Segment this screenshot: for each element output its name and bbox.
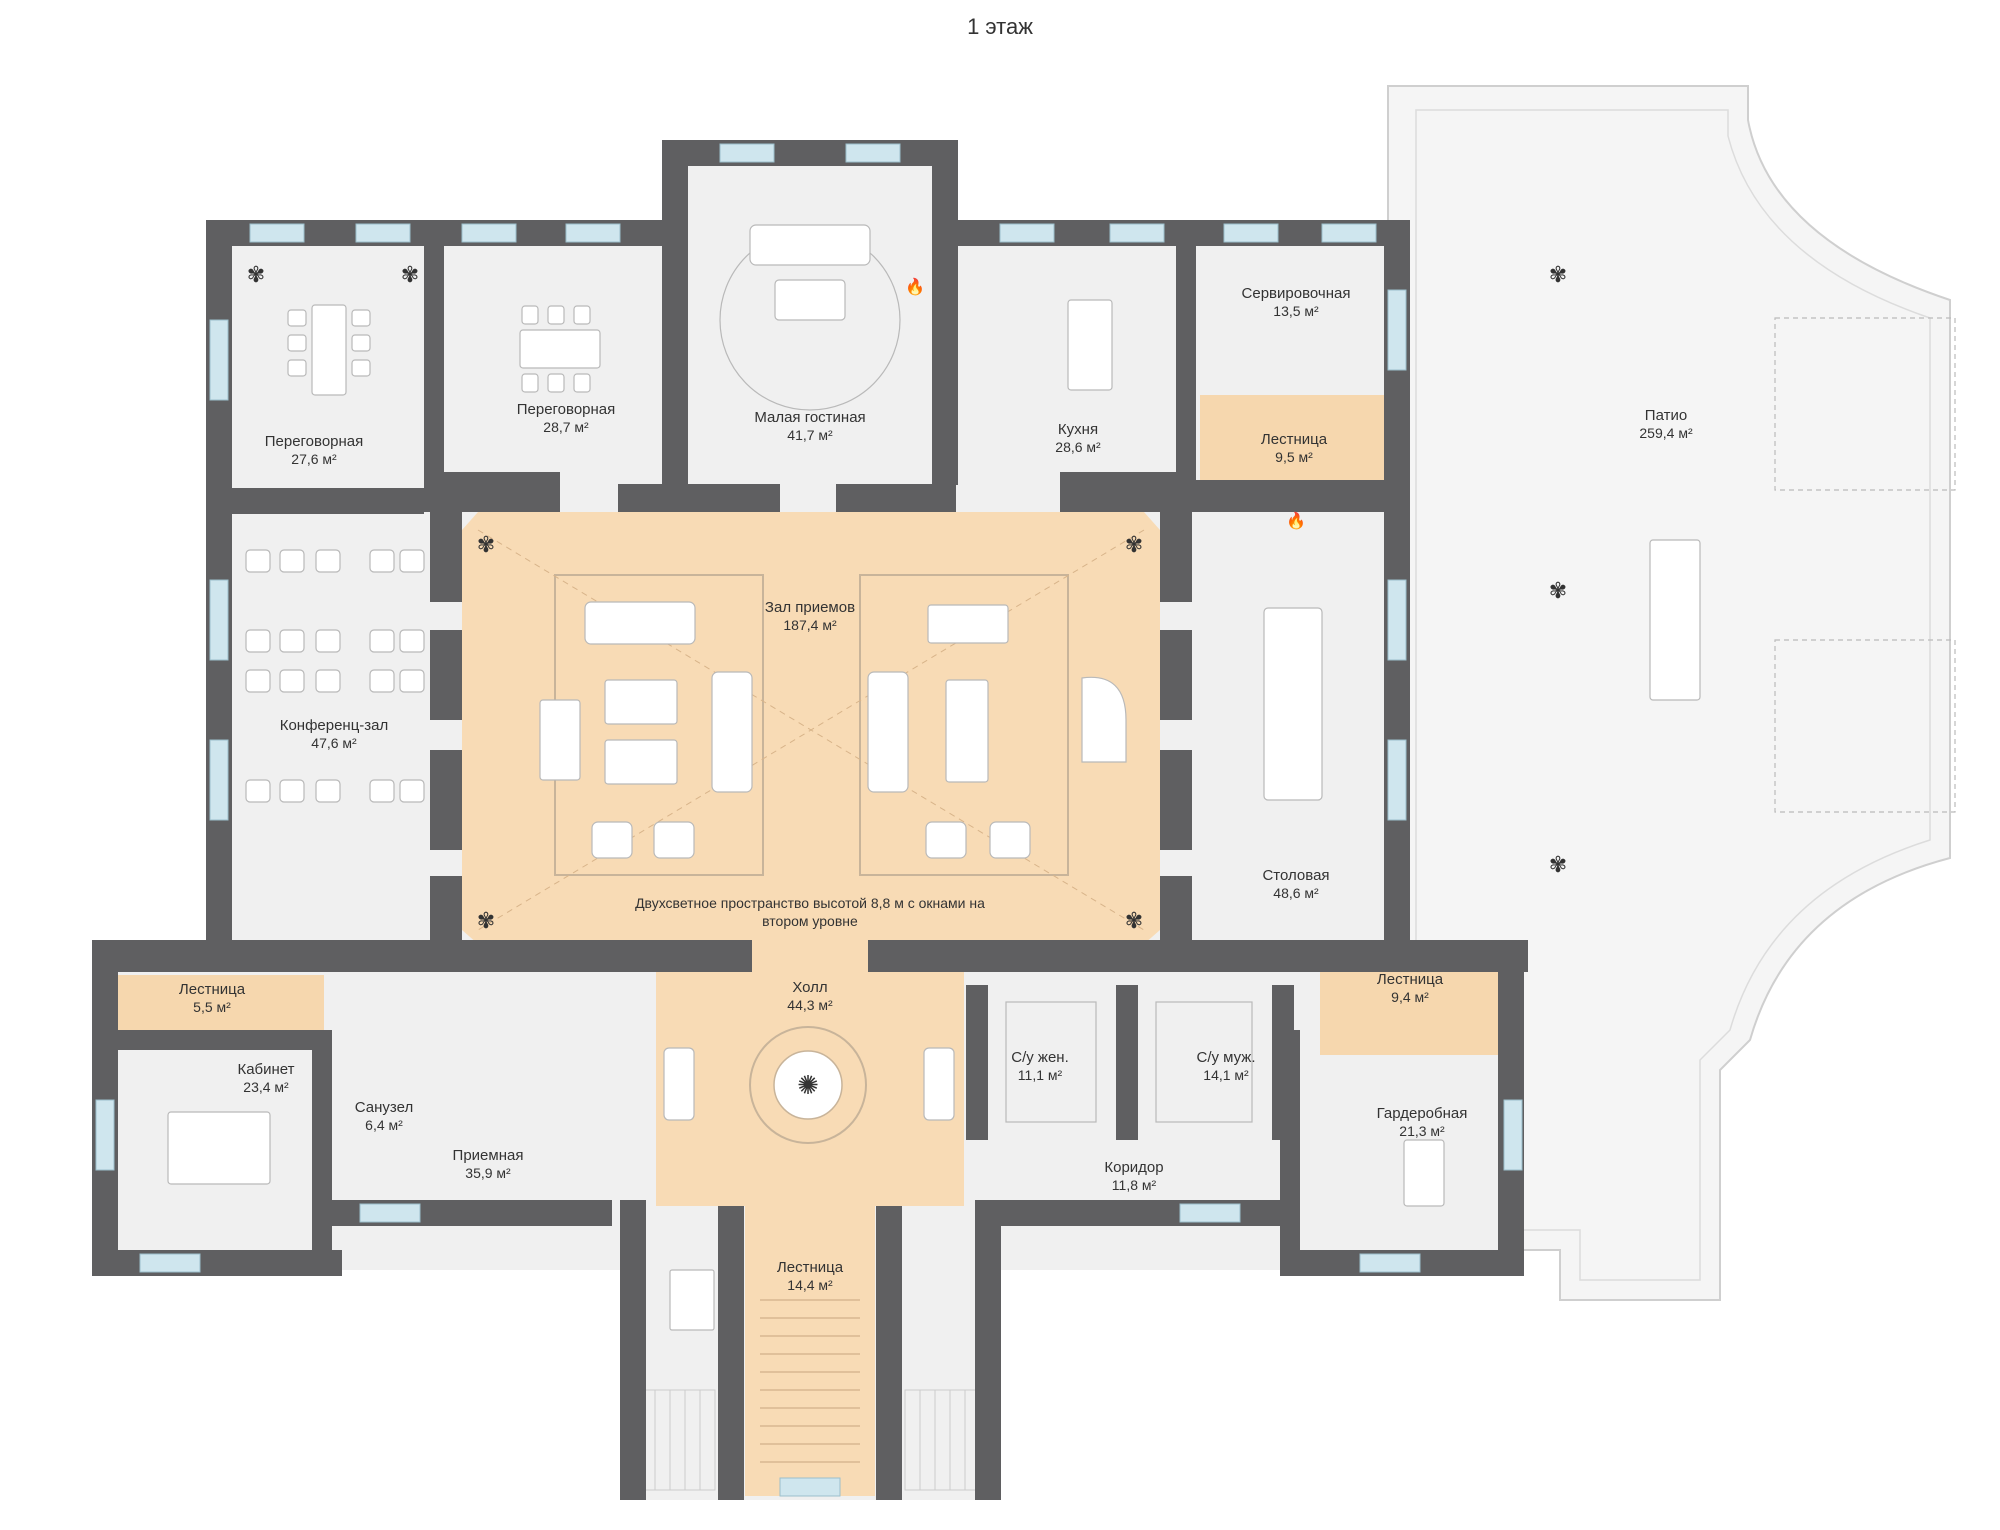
room-name-dining: Столовая bbox=[1262, 867, 1329, 884]
room-labels: Переговорная 27,6 м² Переговорная 28,7 м… bbox=[179, 285, 1693, 1293]
double-height-note-line2: втором уровне bbox=[762, 913, 858, 929]
furniture bbox=[167, 224, 1701, 1331]
west-stair-floor bbox=[92, 975, 324, 1030]
hall-rug-inner bbox=[773, 1050, 843, 1120]
room-name-stair-west: Лестница bbox=[179, 981, 246, 998]
east-stair-floor bbox=[1320, 970, 1498, 1055]
room-area-conference: 47,6 м² bbox=[311, 735, 357, 751]
room-area-serving: 13,5 м² bbox=[1273, 303, 1319, 319]
room-name-small-living: Малая гостиная bbox=[754, 409, 865, 426]
plant-icon: ✾ bbox=[247, 262, 265, 287]
room-name-office: Кабинет bbox=[237, 1061, 294, 1078]
patio-lounge-north bbox=[1774, 317, 1956, 491]
room-area-reception-hall: 187,4 м² bbox=[783, 617, 837, 633]
room-area-dining: 48,6 м² bbox=[1273, 885, 1319, 901]
fireplace-icon: 🔥 bbox=[905, 277, 925, 296]
patio-lounge-south bbox=[1774, 639, 1956, 813]
hall-diagonal-2 bbox=[477, 529, 1145, 931]
plant-icon: ✾ bbox=[1549, 262, 1567, 287]
room-area-kitchen: 28,6 м² bbox=[1055, 439, 1101, 455]
room-area-small-living: 41,7 м² bbox=[787, 427, 833, 443]
room-name-conference: Конференц-зал bbox=[280, 717, 389, 734]
plant-icon: ✾ bbox=[1125, 908, 1143, 933]
plant-icon: ✾ bbox=[477, 908, 495, 933]
room-area-stair-main: 14,4 м² bbox=[787, 1277, 833, 1293]
room-area-meeting-1: 27,6 м² bbox=[291, 451, 337, 467]
room-name-meeting-1: Переговорная bbox=[265, 433, 364, 450]
plant-icon: ✾ bbox=[401, 262, 419, 287]
room-area-meeting-2: 28,7 м² bbox=[543, 419, 589, 435]
room-name-patio: Патио bbox=[1645, 407, 1687, 424]
room-name-stair-east: Лестница bbox=[1377, 971, 1444, 988]
plant-icon: ✾ bbox=[1549, 852, 1567, 877]
room-area-stair-serving: 9,5 м² bbox=[1275, 449, 1313, 465]
patio-inner-outline bbox=[1415, 109, 1931, 1281]
room-name-kitchen: Кухня bbox=[1058, 421, 1098, 438]
plant-icon: ✾ bbox=[477, 532, 495, 557]
plant-icons: ✾ ✾ ✾ ✾ ✾ ✾ ✾ ✾ ✾ bbox=[247, 262, 1567, 933]
hall-rug-ornament-icon: ✺ bbox=[797, 1070, 819, 1100]
room-name-meeting-2: Переговорная bbox=[517, 401, 616, 418]
windows bbox=[95, 143, 1523, 1497]
room-area-office: 23,4 м² bbox=[243, 1079, 289, 1095]
plan-title: 1 этаж bbox=[967, 14, 1033, 39]
room-name-serving: Сервировочная bbox=[1242, 285, 1351, 302]
main-stair-floor bbox=[745, 1206, 875, 1496]
room-name-stair-serving: Лестница bbox=[1261, 431, 1328, 448]
room-area-wc-women: 11,1 м² bbox=[1018, 1067, 1063, 1083]
room-area-wc-men: 14,1 м² bbox=[1203, 1067, 1249, 1083]
room-name-wc-men: С/у муж. bbox=[1196, 1049, 1255, 1066]
room-name-bathroom: Санузел bbox=[355, 1099, 413, 1116]
hall-zone-right bbox=[859, 574, 1069, 876]
fireplace-icon: 🔥 bbox=[1286, 511, 1306, 530]
room-area-hall: 44,3 м² bbox=[787, 997, 833, 1013]
room-name-stair-main: Лестница bbox=[777, 1259, 844, 1276]
room-name-wc-women: С/у жен. bbox=[1011, 1049, 1069, 1066]
double-height-note-line1: Двухсветное пространство высотой 8,8 м с… bbox=[635, 895, 985, 911]
main-stair-treads bbox=[760, 1299, 860, 1463]
room-area-corridor: 11,8 м² bbox=[1112, 1177, 1157, 1193]
plant-icon: ✾ bbox=[1125, 532, 1143, 557]
room-area-wardrobe: 21,3 м² bbox=[1399, 1123, 1445, 1139]
room-area-patio: 259,4 м² bbox=[1639, 425, 1693, 441]
room-area-stair-west: 5,5 м² bbox=[193, 999, 231, 1015]
plant-icon: ✾ bbox=[1549, 578, 1567, 603]
room-area-lobby: 35,9 м² bbox=[465, 1165, 511, 1181]
room-name-reception-hall: Зал приемов bbox=[765, 599, 855, 616]
room-name-hall: Холл bbox=[792, 979, 827, 996]
room-area-bathroom: 6,4 м² bbox=[365, 1117, 403, 1133]
room-name-corridor: Коридор bbox=[1104, 1159, 1163, 1176]
serving-stair-floor bbox=[1200, 395, 1390, 480]
room-area-stair-east: 9,4 м² bbox=[1391, 989, 1429, 1005]
room-name-wardrobe: Гардеробная bbox=[1377, 1105, 1468, 1122]
room-name-lobby: Приемная bbox=[453, 1147, 524, 1164]
hall-rug bbox=[749, 1026, 867, 1144]
